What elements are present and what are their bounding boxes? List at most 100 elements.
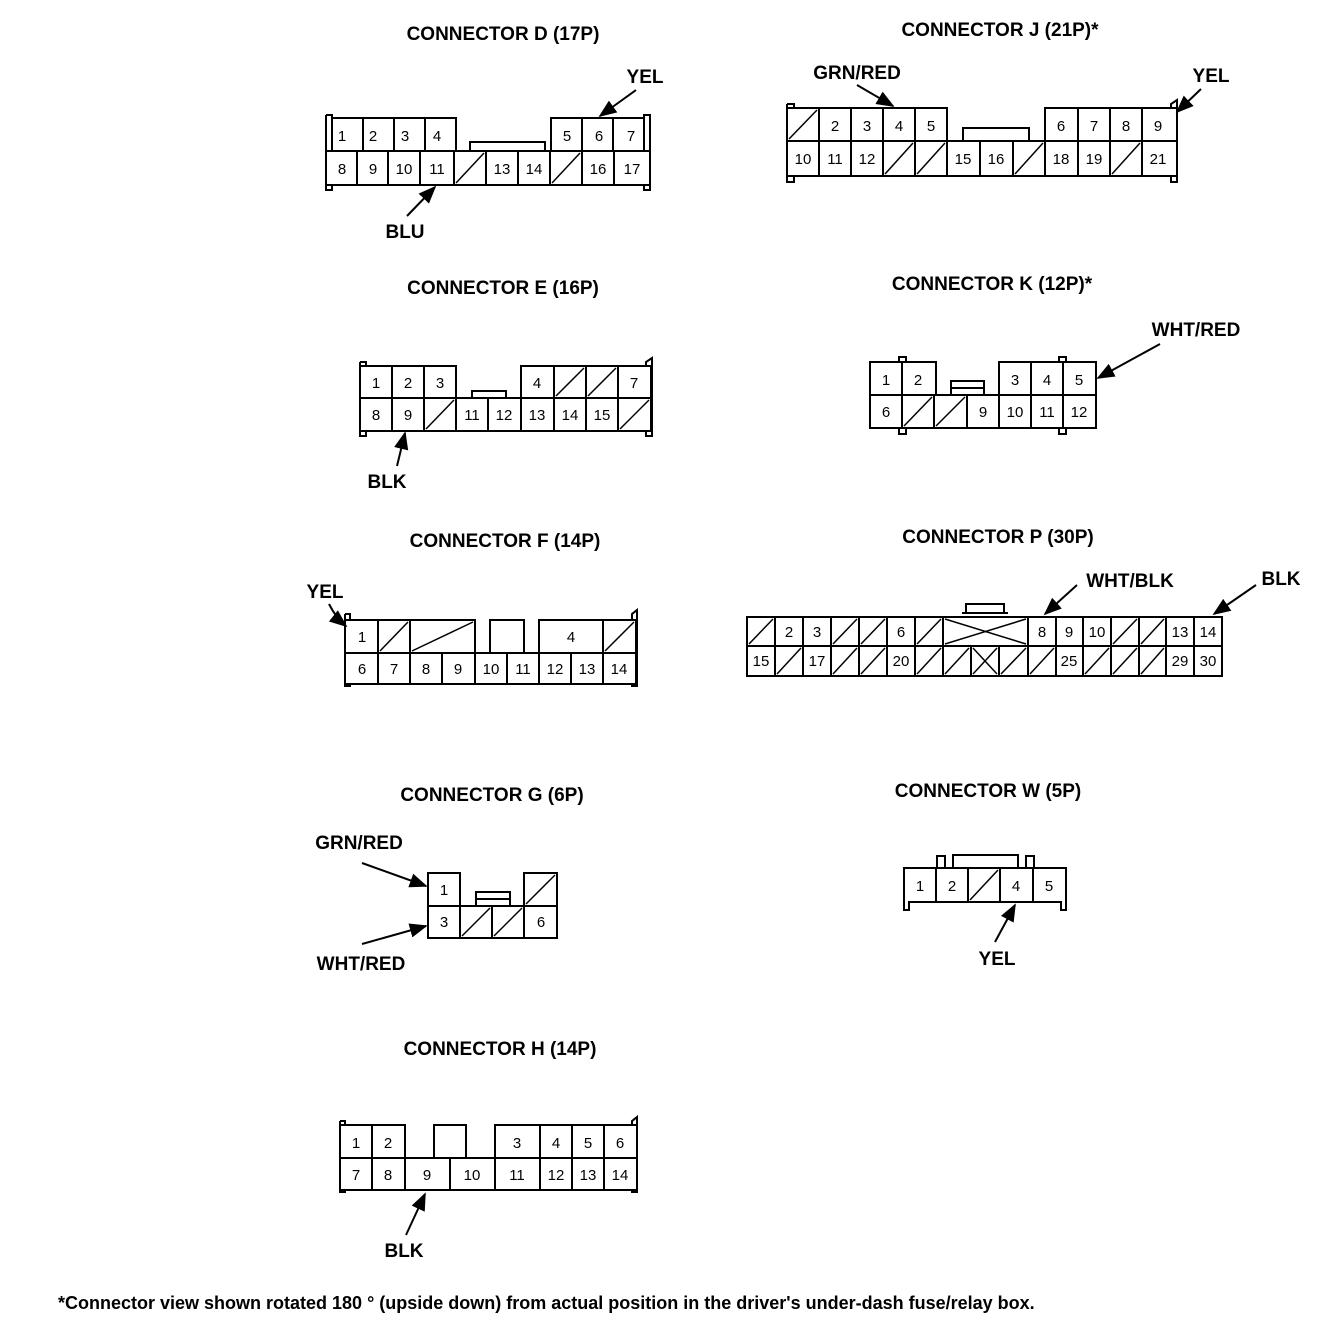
f-pin-10: 10 <box>483 661 500 678</box>
d-pin-3: 3 <box>401 128 409 145</box>
connector-k: CONNECTOR K (12P)* 1 2 3 4 5 6 9 10 11 1… <box>869 274 1241 435</box>
d-pin-9: 9 <box>369 161 377 178</box>
p-pin-3: 3 <box>813 624 821 641</box>
d-pin-14: 14 <box>526 161 543 178</box>
j-pin-15: 15 <box>955 151 972 168</box>
j-pin-4: 4 <box>895 118 903 135</box>
w-pin-1: 1 <box>916 878 924 895</box>
f-pin-4: 4 <box>567 629 575 646</box>
f-pin-14: 14 <box>611 661 628 678</box>
f-pin-1: 1 <box>358 629 366 646</box>
d-pin-6: 6 <box>595 128 603 145</box>
k-pin-5: 5 <box>1075 372 1083 389</box>
h-pin-8: 8 <box>384 1167 392 1184</box>
d-pin-7: 7 <box>627 128 635 145</box>
j-pin-21: 21 <box>1150 151 1167 168</box>
j-pin-8: 8 <box>1122 118 1130 135</box>
connector-f: CONNECTOR F (14P) 1 4 6 7 8 9 10 11 12 1… <box>307 531 638 687</box>
p-pin-2: 2 <box>785 624 793 641</box>
h-pin-13: 13 <box>580 1167 597 1184</box>
h-pin-14: 14 <box>612 1167 629 1184</box>
g-pin-6: 6 <box>537 914 545 931</box>
g-wire-whtred: WHT/RED <box>317 954 406 975</box>
connector-w-title: CONNECTOR W (5P) <box>895 781 1081 802</box>
connector-g-title: CONNECTOR G (6P) <box>400 785 583 806</box>
e-wire-blk: BLK <box>367 472 406 493</box>
e-pin-4: 4 <box>533 375 541 392</box>
j-pin-2: 2 <box>831 118 839 135</box>
connector-p-title: CONNECTOR P (30P) <box>902 527 1093 548</box>
d-pin-2: 2 <box>369 128 377 145</box>
k-pin-10: 10 <box>1007 404 1024 421</box>
d-pin-5: 5 <box>563 128 571 145</box>
j-wire-yel: YEL <box>1193 66 1230 87</box>
j-pin-18: 18 <box>1053 151 1070 168</box>
p-wire-whtblk: WHT/BLK <box>1086 571 1174 592</box>
p-pin-20: 20 <box>893 653 910 670</box>
w-wire-yel: YEL <box>979 949 1016 970</box>
connector-j-title: CONNECTOR J (21P)* <box>901 20 1099 41</box>
connector-w: CONNECTOR W (5P) 1 2 4 5 YEL <box>895 781 1081 970</box>
p-pin-15: 15 <box>753 653 770 670</box>
j-pin-5: 5 <box>927 118 935 135</box>
k-wire-whtred: WHT/RED <box>1152 320 1241 341</box>
connector-p: CONNECTOR P (30P) <box>746 527 1301 677</box>
d-pin-17: 17 <box>624 161 641 178</box>
g-pin-3: 3 <box>440 914 448 931</box>
f-pin-8: 8 <box>422 661 430 678</box>
h-pin-10: 10 <box>464 1167 481 1184</box>
e-pin-7: 7 <box>630 375 638 392</box>
p-pin-25: 25 <box>1061 653 1078 670</box>
h-pin-3: 3 <box>513 1135 521 1152</box>
d-pin-16: 16 <box>590 161 607 178</box>
f-pin-11: 11 <box>515 661 531 678</box>
e-pin-14: 14 <box>562 407 579 424</box>
d-pin-11: 11 <box>429 161 445 178</box>
j-pin-10: 10 <box>795 151 812 168</box>
connector-h-title: CONNECTOR H (14P) <box>404 1039 597 1060</box>
connector-d: CONNECTOR D (17P) 1 2 3 4 5 6 7 8 9 10 1… <box>325 24 664 243</box>
d-pin-4: 4 <box>433 128 441 145</box>
e-pin-9: 9 <box>404 407 412 424</box>
d-wire-yel: YEL <box>627 67 664 88</box>
h-pin-7: 7 <box>352 1167 360 1184</box>
p-pin-29: 29 <box>1172 653 1189 670</box>
e-pin-15: 15 <box>594 407 611 424</box>
e-pin-1: 1 <box>372 375 380 392</box>
d-pin-8: 8 <box>338 161 346 178</box>
h-pin-12: 12 <box>548 1167 565 1184</box>
k-pin-12: 12 <box>1071 404 1088 421</box>
p-pin-6: 6 <box>897 624 905 641</box>
j-pin-6: 6 <box>1057 118 1065 135</box>
k-pin-9: 9 <box>979 404 987 421</box>
h-pin-6: 6 <box>616 1135 624 1152</box>
f-wire-yel: YEL <box>307 582 344 603</box>
e-pin-13: 13 <box>529 407 546 424</box>
j-pin-12: 12 <box>859 151 876 168</box>
g-wire-grnred: GRN/RED <box>315 833 403 854</box>
e-pin-8: 8 <box>372 407 380 424</box>
k-pin-11: 11 <box>1039 404 1055 421</box>
f-pin-9: 9 <box>454 661 462 678</box>
footnote: *Connector view shown rotated 180 ° (ups… <box>58 1293 1035 1313</box>
f-pin-13: 13 <box>579 661 596 678</box>
connector-d-title: CONNECTOR D (17P) <box>407 24 600 45</box>
e-pin-2: 2 <box>404 375 412 392</box>
j-pin-16: 16 <box>988 151 1005 168</box>
connector-f-title: CONNECTOR F (14P) <box>410 531 601 552</box>
w-pin-2: 2 <box>948 878 956 895</box>
h-pin-9: 9 <box>423 1167 431 1184</box>
connector-j: CONNECTOR J (21P)* 2 3 4 5 6 7 <box>786 20 1230 183</box>
k-pin-4: 4 <box>1043 372 1051 389</box>
f-pin-6: 6 <box>358 661 366 678</box>
h-pin-2: 2 <box>384 1135 392 1152</box>
e-pin-11: 11 <box>464 407 480 424</box>
j-pin-11: 11 <box>827 151 843 168</box>
f-pin-12: 12 <box>547 661 564 678</box>
connector-e: CONNECTOR E (16P) 1 2 3 4 7 8 9 11 12 13 <box>359 278 653 493</box>
h-pin-11: 11 <box>509 1167 525 1184</box>
f-pin-7: 7 <box>390 661 398 678</box>
p-pin-17: 17 <box>809 653 826 670</box>
j-pin-19: 19 <box>1086 151 1103 168</box>
